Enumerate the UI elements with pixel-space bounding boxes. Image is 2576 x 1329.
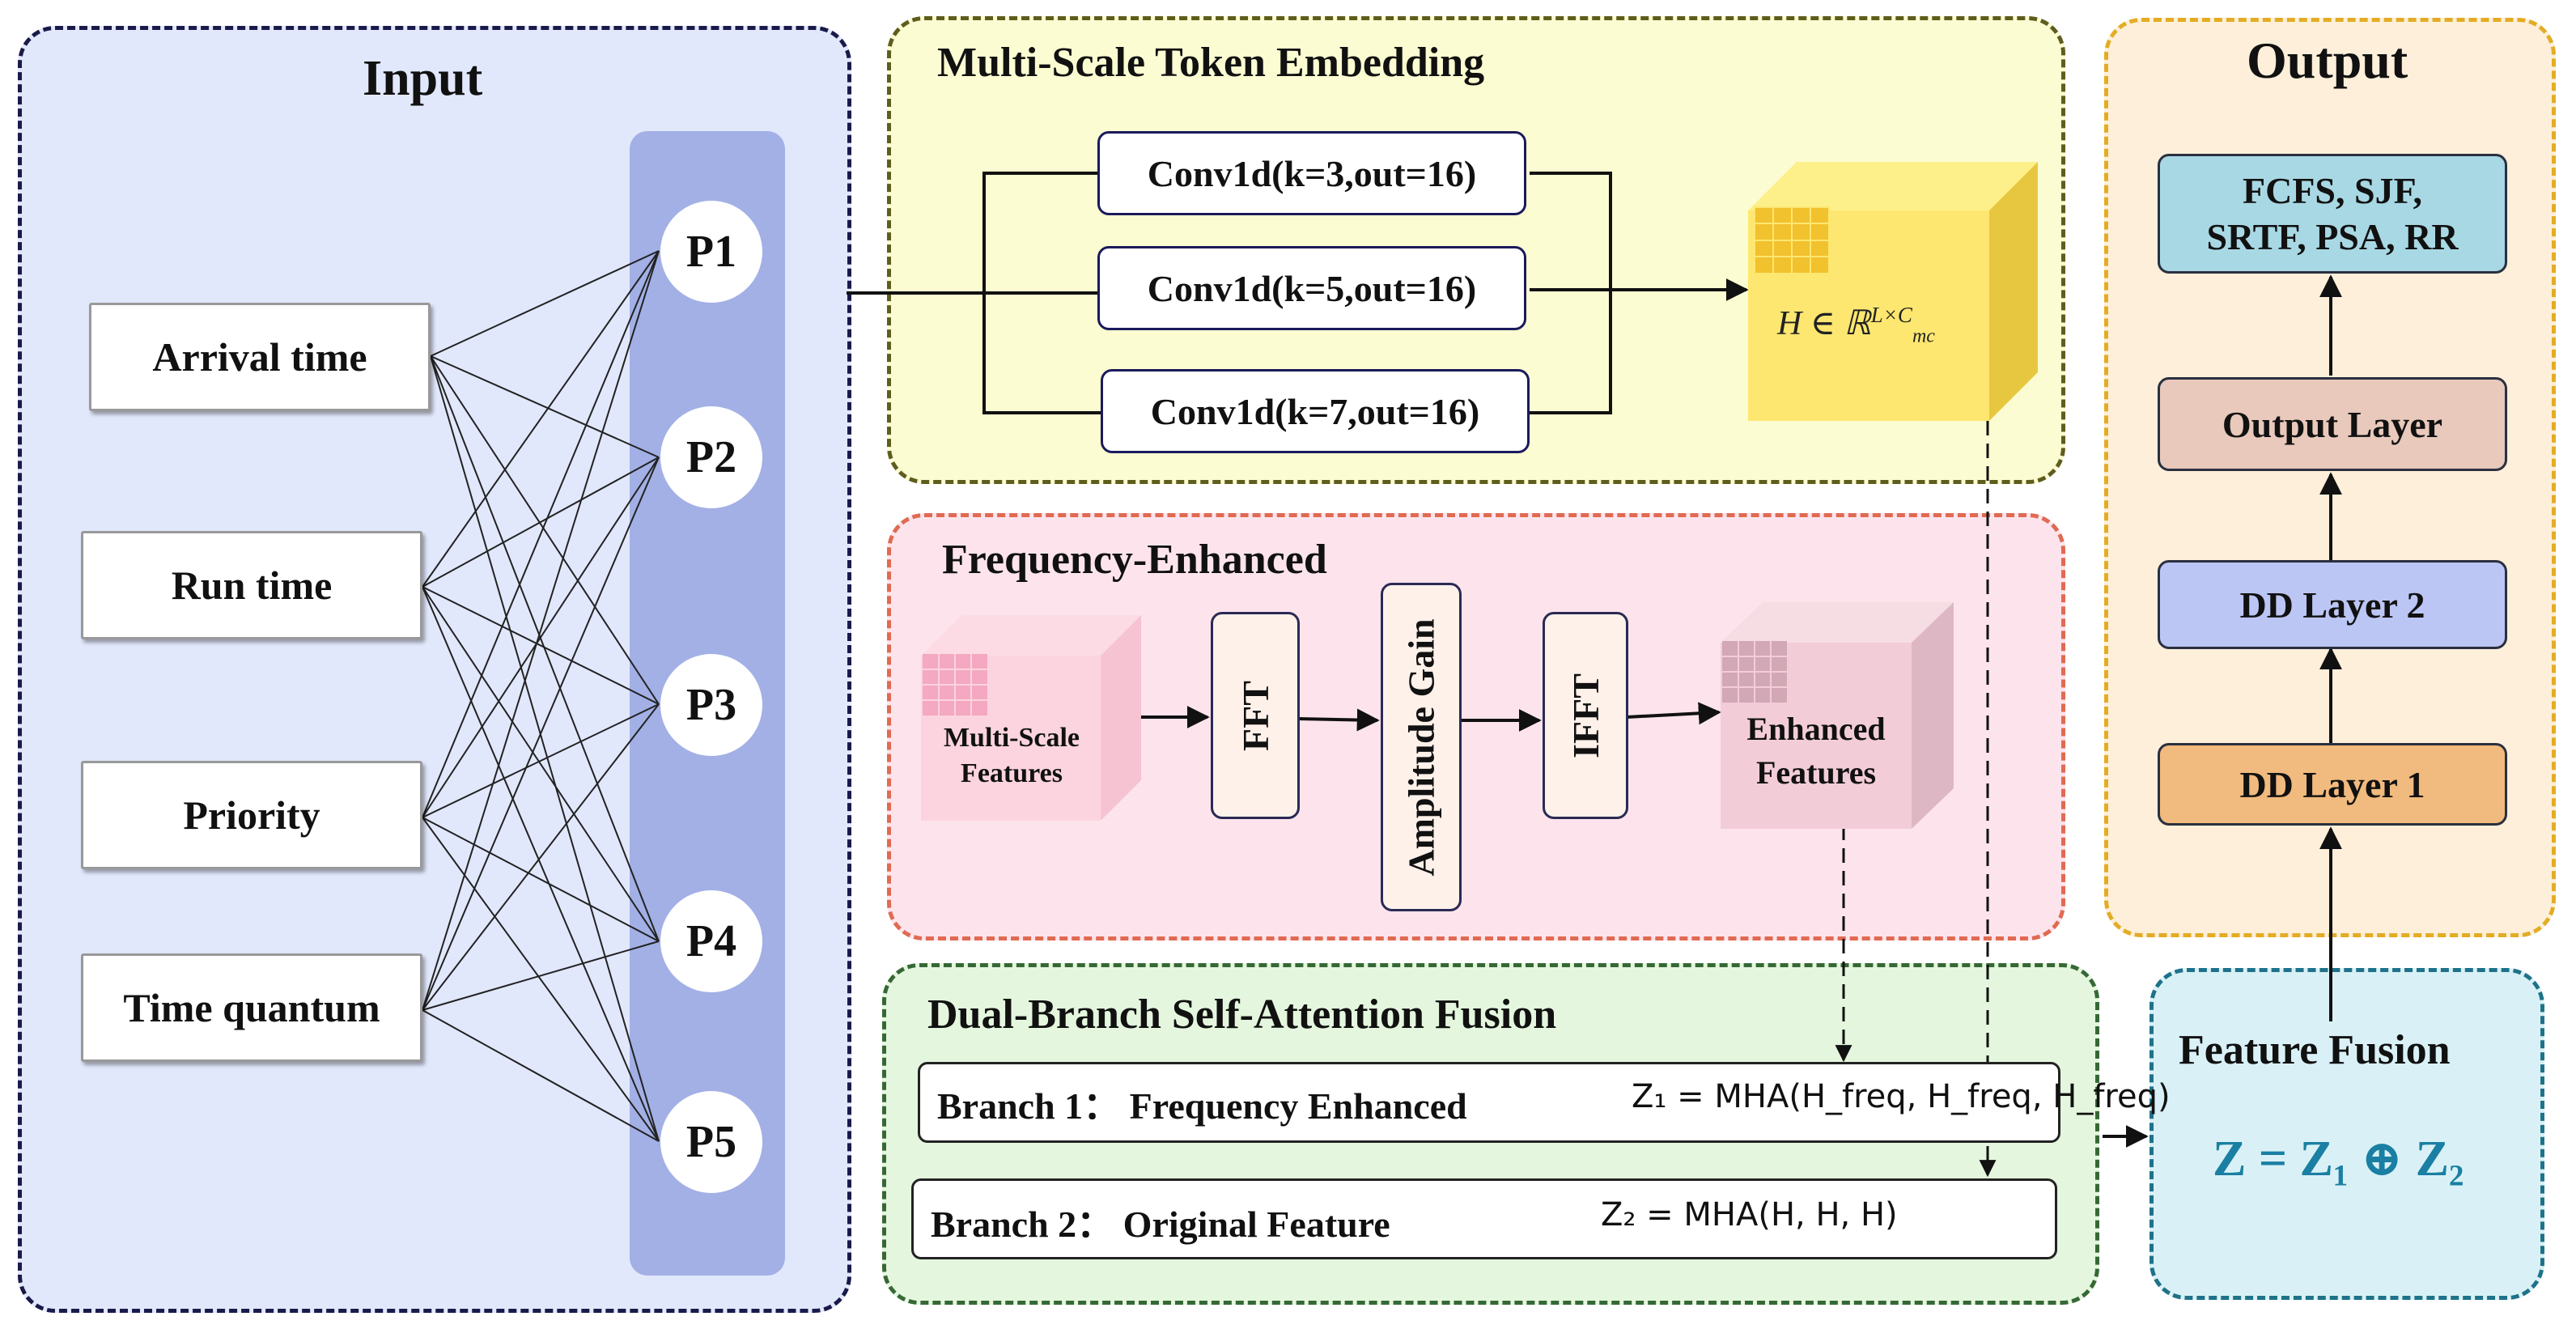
feature-priority: Priority [81, 761, 422, 869]
feature-fusion-formula: Z = Z₁ ⊕ Z₂ [2213, 1132, 2464, 1187]
feature-fusion-title: Feature Fusion [2179, 1027, 2451, 1073]
branch1-formula: Z₁ = MHA(H_freq, H_freq, H_freq) [1632, 1078, 2171, 1115]
fusion-title: Dual-Branch Self-Attention Fusion [927, 991, 1557, 1038]
fully-connected-edges [422, 250, 660, 1142]
fft-block: FFT [1211, 612, 1300, 819]
input-title: Input [363, 51, 483, 106]
node-p1: P1 [660, 201, 762, 303]
multiscale-features-label: Multi-Scale Features [943, 722, 1080, 788]
node-p2: P2 [660, 406, 762, 508]
multiscale-cube [921, 615, 1141, 821]
branch2-formula: Z₂ = MHA(H, H, H) [1601, 1196, 1898, 1233]
node-p5: P5 [660, 1091, 762, 1193]
conv-k7: Conv1d(k=7,out=16) [1101, 369, 1530, 453]
ifft-block: IFFT [1543, 612, 1628, 819]
output-title: Output [2247, 32, 2408, 89]
branch1-box [918, 1062, 2060, 1143]
node-p4: P4 [660, 890, 762, 992]
frequency-title: Frequency-Enhanced [942, 537, 1327, 583]
feature-time-quantum: Time quantum [81, 953, 422, 1062]
feature-arrival-time: Arrival time [89, 303, 431, 411]
dd-layer-1: DD Layer 1 [2158, 743, 2507, 826]
dd-layer-2: DD Layer 2 [2158, 560, 2507, 649]
embedding-title: Multi-Scale Token Embedding [937, 40, 1485, 86]
feature-run-time: Run time [81, 531, 422, 639]
output-layer: Output Layer [2158, 377, 2507, 471]
h-notation: H ∈ ℝL×Cmc [1777, 303, 1935, 347]
amplitude-gain-block: Amplitude Gain [1381, 583, 1462, 911]
enhanced-features-label: Enhanced Features [1746, 711, 1886, 791]
branch1-label: Branch 1： Frequency Enhanced [937, 1085, 1467, 1127]
feature-fusion-panel [2149, 968, 2544, 1300]
conv-k3: Conv1d(k=3,out=16) [1097, 131, 1526, 215]
node-p3: P3 [660, 654, 762, 756]
embedding-cube [1748, 162, 2038, 421]
branch2-label: Branch 2： Original Feature [931, 1204, 1390, 1245]
branch2-box [911, 1178, 2057, 1259]
enhanced-cube [1721, 602, 1954, 829]
result-algorithms: FCFS, SJF, SRTF, PSA, RR [2158, 154, 2507, 274]
conv-k5: Conv1d(k=5,out=16) [1097, 246, 1526, 330]
